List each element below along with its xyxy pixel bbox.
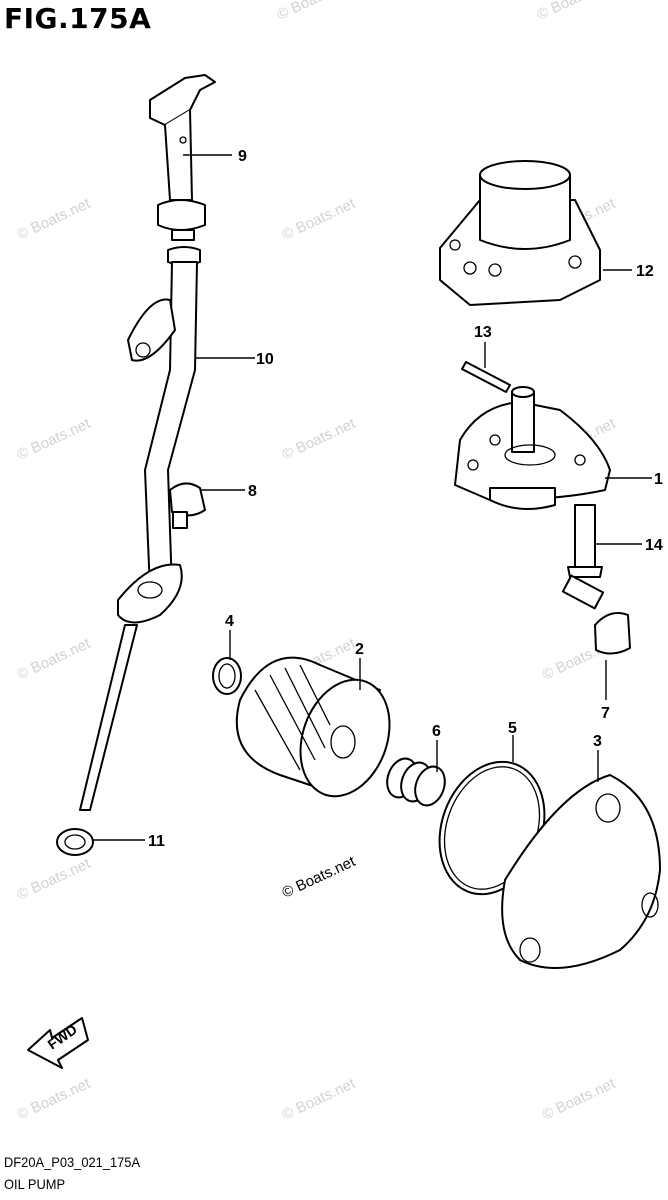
watermark: © Boats.net	[15, 1075, 94, 1124]
pump-cover-part-12	[439, 160, 601, 306]
callout-10: 10	[256, 351, 274, 368]
watermark: © Boats.net	[275, 0, 354, 24]
bolt-part-7	[561, 574, 631, 655]
callout-2: 2	[355, 641, 364, 658]
callout-9: 9	[238, 148, 247, 165]
filter-cover-part-3	[501, 774, 661, 969]
watermark: © Boats.net	[280, 195, 359, 244]
diagram-code: DF20A_P03_021_175A	[4, 1154, 141, 1170]
watermark: © Boats.net	[535, 0, 614, 24]
o-ring-part-4	[212, 657, 242, 695]
callout-4: 4	[225, 613, 234, 630]
callout-3: 3	[593, 733, 602, 750]
watermark: © Boats.net	[280, 1075, 359, 1124]
callout-13: 13	[474, 324, 492, 341]
watermark: © Boats.net	[15, 415, 94, 464]
callout-numbers: 9 10 8 11 12 13 1 14 4 2 6 5 3 7	[148, 148, 663, 850]
forward-direction-arrow: FWD	[27, 1017, 89, 1069]
screw-part-14	[567, 504, 603, 578]
callout-7: 7	[601, 705, 610, 722]
oil-pump-part-1	[454, 386, 611, 510]
diagram-subtitle: OIL PUMP	[4, 1176, 66, 1192]
o-ring-part-11	[56, 828, 94, 856]
callout-8: 8	[248, 483, 257, 500]
callout-1: 1	[654, 471, 663, 488]
dipstick-part-9	[149, 74, 216, 266]
callout-6: 6	[432, 723, 441, 740]
bolt-part-8	[169, 482, 206, 529]
watermark: © Boats.net	[15, 635, 94, 684]
callout-11: 11	[148, 833, 165, 850]
watermark-center: © Boats.net	[280, 853, 359, 902]
oil-guide-tube-part-10	[79, 261, 198, 811]
watermark: © Boats.net	[15, 855, 94, 904]
watermark: © Boats.net	[15, 195, 94, 244]
watermark: © Boats.net	[540, 1075, 619, 1124]
callout-12: 12	[636, 263, 654, 280]
oil-filter-part-2	[235, 656, 391, 798]
watermark: © Boats.net	[280, 415, 359, 464]
callout-14: 14	[645, 537, 663, 554]
pin-part-13	[461, 361, 511, 393]
leader-lines	[92, 154, 652, 841]
spring-part-6	[386, 757, 446, 807]
callout-5: 5	[508, 720, 517, 737]
figure-title: FIG.175A	[4, 2, 152, 35]
